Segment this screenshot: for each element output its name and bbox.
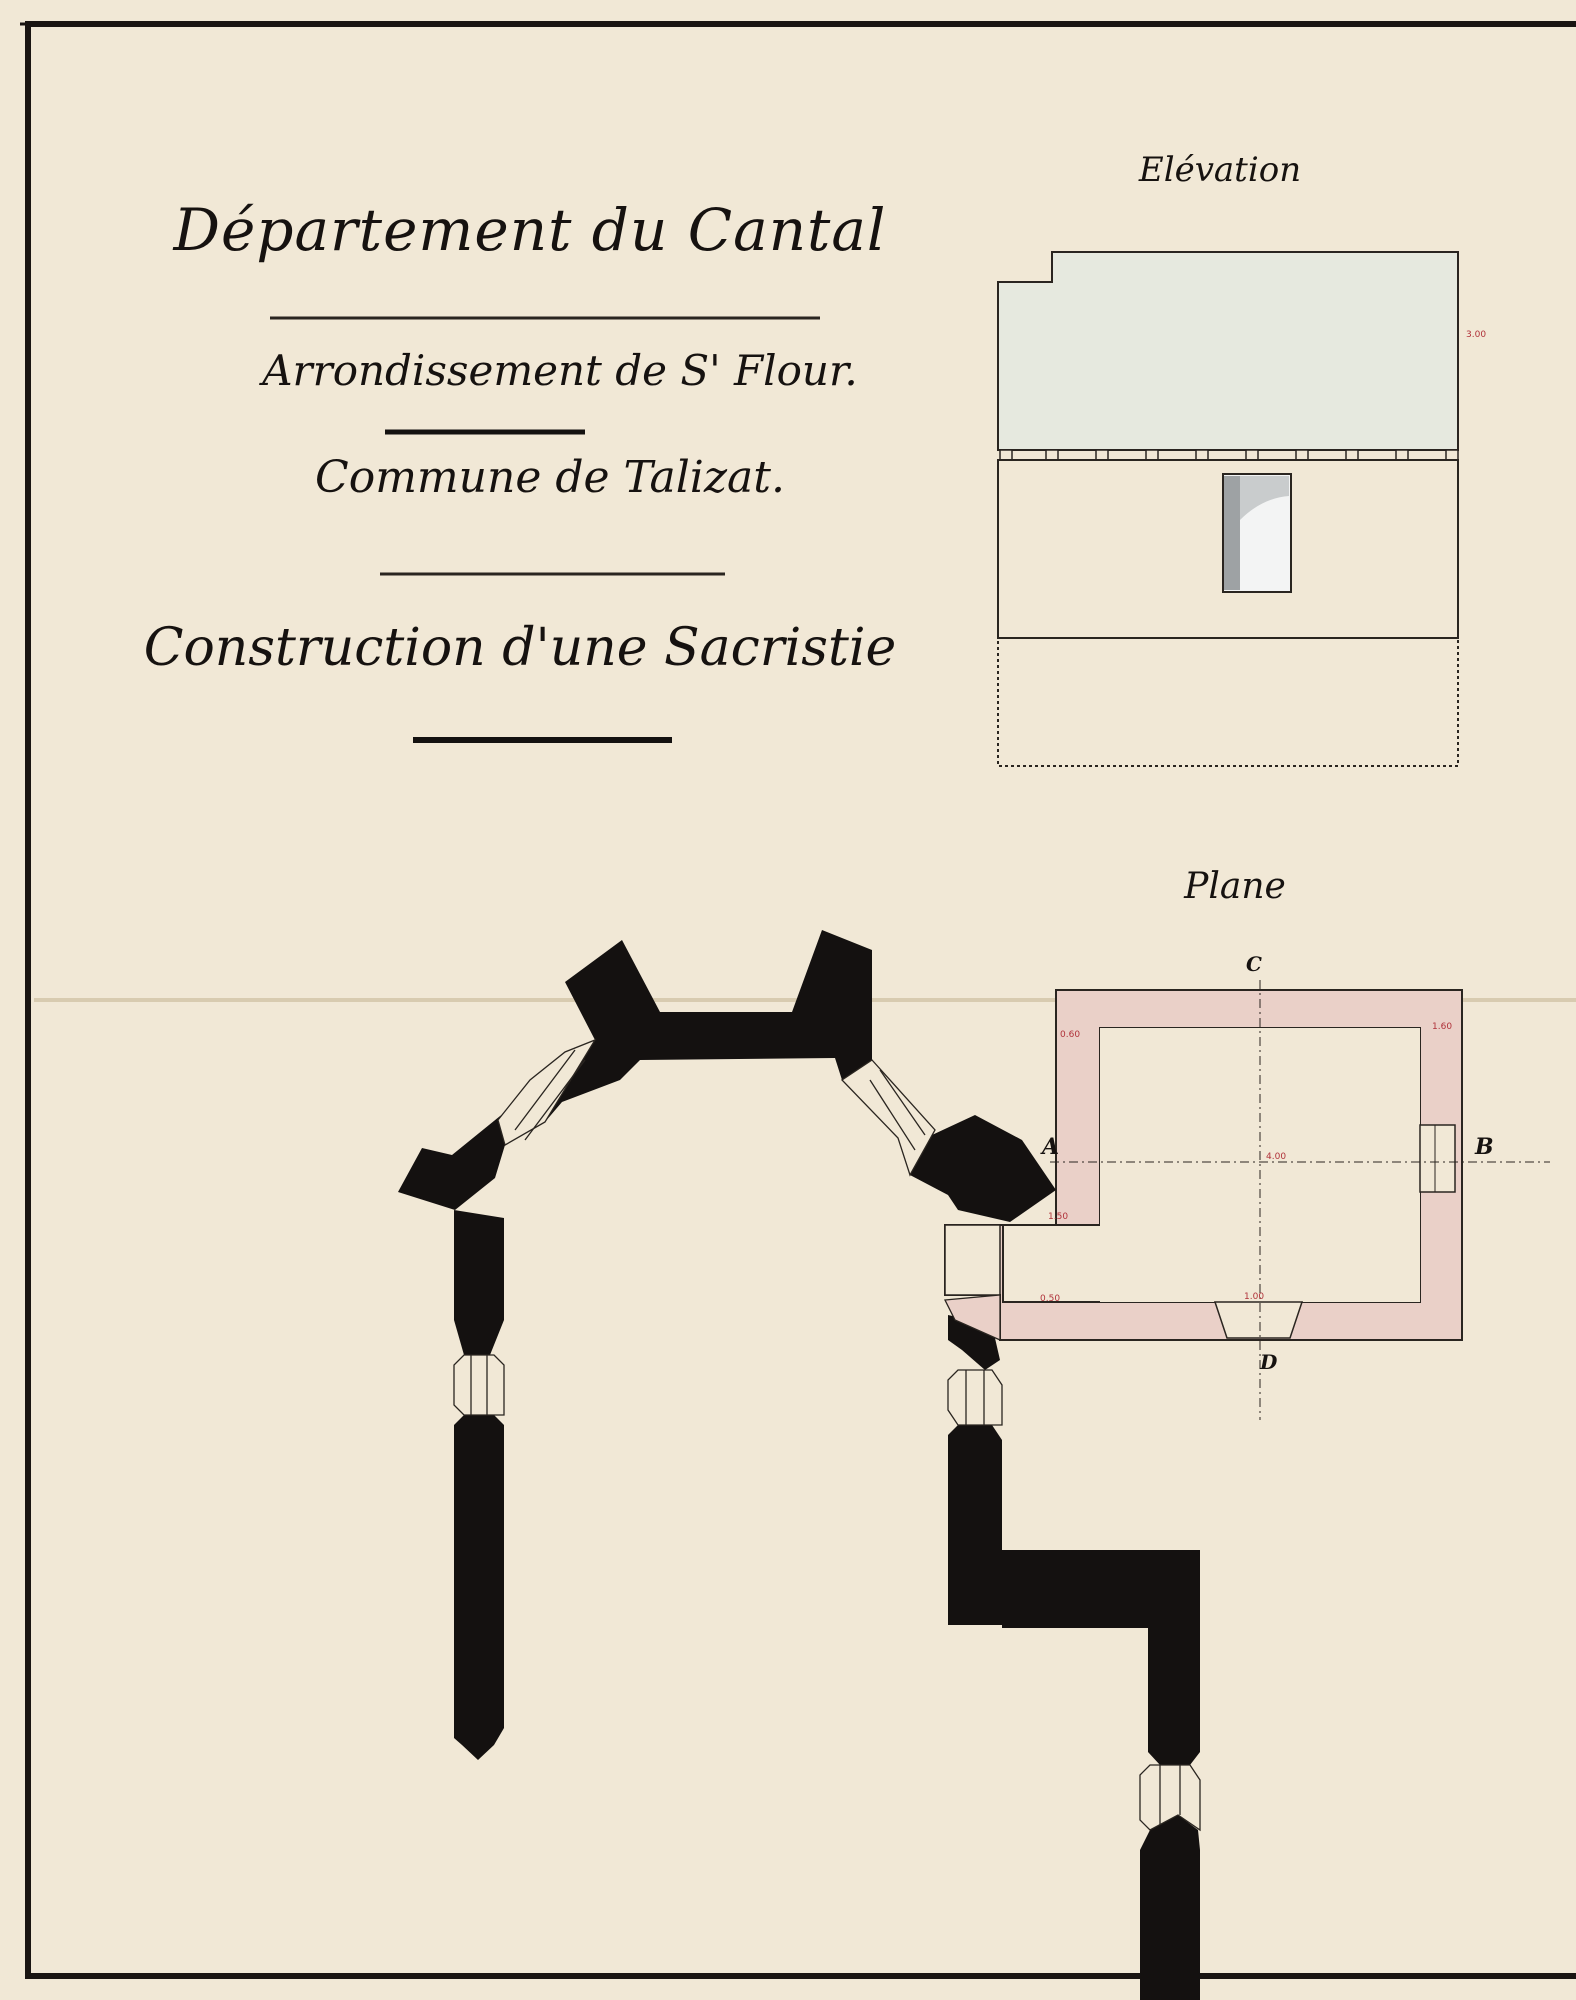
plan-title: Plane: [1184, 866, 1286, 907]
arrondissement-line: Arrondissement de S' Flour.: [262, 346, 858, 395]
sacristy-south-window: [1213, 1301, 1304, 1339]
church-window-bays: [453, 1038, 1201, 1832]
dimension-label: 1.50: [1048, 1212, 1069, 1222]
project-title: Construction d'une Sacristie: [143, 618, 897, 678]
elevation-foundation: [997, 637, 1459, 767]
commune-line: Commune de Talizat.: [315, 452, 785, 503]
sacristy-east-window: [1419, 1124, 1456, 1193]
elevation-title: Elévation: [1138, 150, 1302, 190]
dimension-label: 1.00: [1244, 1292, 1265, 1302]
section-mark-b: B: [1475, 1134, 1494, 1160]
dimension-label: 4.00: [1266, 1152, 1287, 1162]
dimension-label: 1.60: [1432, 1022, 1453, 1032]
section-mark-a: A: [1042, 1134, 1060, 1160]
elevation-roof: [997, 251, 1459, 451]
dimension-label: 3.00: [1466, 330, 1487, 340]
section-mark-c: C: [1246, 952, 1262, 976]
section-mark-d: D: [1260, 1350, 1278, 1374]
sacristy-connection: [944, 1224, 1001, 1296]
sacristy-plan: [944, 980, 1550, 1420]
department-title: Département du Cantal: [173, 196, 887, 264]
church-walls: [398, 930, 1200, 2000]
dimension-label: 0.60: [1060, 1030, 1081, 1040]
elevation-view: [997, 251, 1459, 767]
dimension-label: 0.50: [1040, 1294, 1061, 1304]
